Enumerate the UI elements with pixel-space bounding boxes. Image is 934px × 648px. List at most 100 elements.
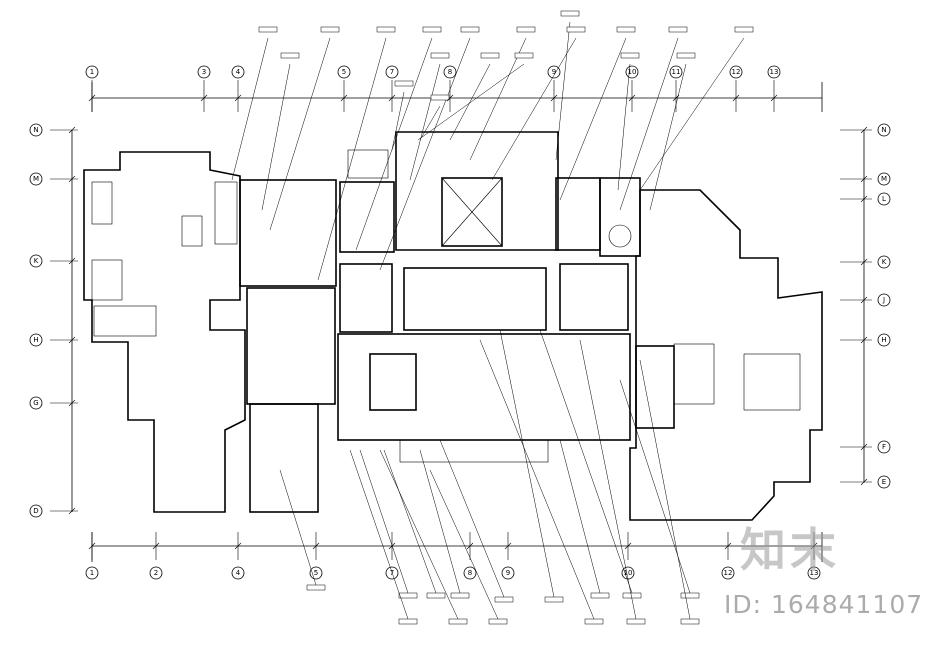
right-axis-bubble-label: M: [881, 175, 887, 183]
right-axis-bubble: E: [877, 475, 891, 489]
leader-line: [429, 469, 499, 620]
top-axis-bubble: 13: [767, 65, 781, 79]
bottom-axis-bubble-label: 5: [314, 569, 318, 577]
left-axis-bubble: K: [29, 254, 43, 268]
top-axis-bubble-circle: [197, 65, 211, 79]
annotation-tag: [516, 26, 536, 33]
top-axis-bubble-circle: [767, 65, 781, 79]
bottom-axis-bubble: 5: [309, 566, 323, 580]
leader-line: [317, 37, 387, 281]
leader-line: [649, 63, 687, 211]
annotation-tag: [622, 592, 642, 599]
annotation-tag: [584, 618, 604, 625]
top-axis-bubble: 4: [231, 65, 245, 79]
annotation-tag: [494, 596, 514, 603]
top-axis-bubble: 7: [385, 65, 399, 79]
top-axis-bubble-label: 12: [732, 68, 741, 76]
annotation-tag: [320, 26, 340, 33]
bottom-axis-bubble: 4: [231, 566, 245, 580]
bottom-axis-bubble-circle: [721, 566, 735, 580]
annotation-tag: [306, 584, 326, 591]
annotation-tag: [668, 26, 688, 33]
annotation-tag: [734, 26, 754, 33]
watermark-id-text: ID: 164841107: [724, 590, 924, 619]
leader-line: [479, 339, 595, 620]
leader-line: [409, 63, 441, 181]
leader-line: [379, 37, 471, 271]
right-axis-bubble: J: [877, 293, 891, 307]
leader-line: [349, 449, 409, 620]
annotation-tag: [544, 596, 564, 603]
top-axis-bubble-label: 13: [770, 68, 779, 76]
right-axis-bubble: H: [877, 333, 891, 347]
top-axis-bubble-circle: [443, 65, 457, 79]
bottom-axis-bubble: 10: [621, 566, 635, 580]
left-wing-hatched-area: [83, 151, 246, 513]
top-axis-bubble: 5: [337, 65, 351, 79]
top-dimension-line: [91, 82, 823, 112]
leader-line: [469, 37, 527, 161]
bottom-axis-bubble: 13: [807, 566, 821, 580]
right-axis-bubble: L: [877, 192, 891, 206]
bottom-axis-bubble-label: 9: [506, 569, 510, 577]
dimension-ticks: [50, 80, 872, 560]
right-axis-bubble-label: K: [882, 258, 887, 266]
leader-line: [279, 469, 317, 586]
tiled-room-upper: [239, 179, 337, 287]
leader-line: [359, 449, 409, 594]
annotation-tag: [680, 592, 700, 599]
bottom-dimension-line: [91, 532, 823, 562]
bottom-axis-bubble-circle: [807, 566, 821, 580]
top-axis-bubble-label: 4: [236, 68, 241, 76]
left-axis-bubble: D: [29, 504, 43, 518]
right-axis-bubble-circle: [877, 192, 891, 206]
annotation-tag: [398, 592, 418, 599]
top-axis-bubble-circle: [729, 65, 743, 79]
right-axis-bubble-circle: [877, 123, 891, 137]
leader-line: [559, 37, 627, 201]
top-axis-bubble: 9: [547, 65, 561, 79]
annotation-tag: [450, 592, 470, 599]
top-axis-bubble: 10: [625, 65, 639, 79]
leader-line: [449, 63, 491, 141]
annotation-tag: [626, 618, 646, 625]
bottom-axis-bubble-label: 10: [624, 569, 633, 577]
watermark-logo: 知末: [740, 523, 840, 577]
top-axis-bubble: 8: [443, 65, 457, 79]
annotation-tag: [426, 592, 446, 599]
leader-line: [419, 449, 461, 594]
right-axis-bubble-label: N: [881, 126, 886, 134]
tiled-room-lower: [246, 287, 336, 405]
right-axis-bubble-circle: [877, 172, 891, 186]
leader-line: [619, 37, 679, 211]
leader-line: [579, 339, 637, 620]
central-upper-room: [339, 131, 559, 253]
bottom-axis-bubble-circle: [501, 566, 515, 580]
annotation-tag: [280, 52, 300, 59]
annotation-tag: [514, 52, 534, 59]
bottom-axis-bubble-label: 2: [154, 569, 158, 577]
annotation-tag: [616, 26, 636, 33]
top-axis-bubble-circle: [547, 65, 561, 79]
right-axis-bubble: M: [877, 172, 891, 186]
top-axis-bubble: 12: [729, 65, 743, 79]
leader-line: [499, 329, 555, 598]
bottom-axis-bubble: 12: [721, 566, 735, 580]
annotation-tag: [560, 10, 580, 17]
bottom-axis-bubble-circle: [85, 566, 99, 580]
annotation-tag: [398, 618, 418, 625]
leader-line: [491, 37, 577, 181]
right-axis-bubble-label: E: [882, 478, 886, 486]
annotation-tag: [620, 52, 640, 59]
gravel-area: [249, 403, 319, 513]
top-axis-bubble-label: 10: [628, 68, 637, 76]
leader-line: [617, 63, 631, 191]
right-axis-bubble-circle: [877, 293, 891, 307]
annotation-tag: [480, 52, 500, 59]
left-axis-bubble-label: D: [33, 507, 38, 515]
bottom-axis-bubble: 8: [463, 566, 477, 580]
leader-line: [231, 37, 269, 181]
